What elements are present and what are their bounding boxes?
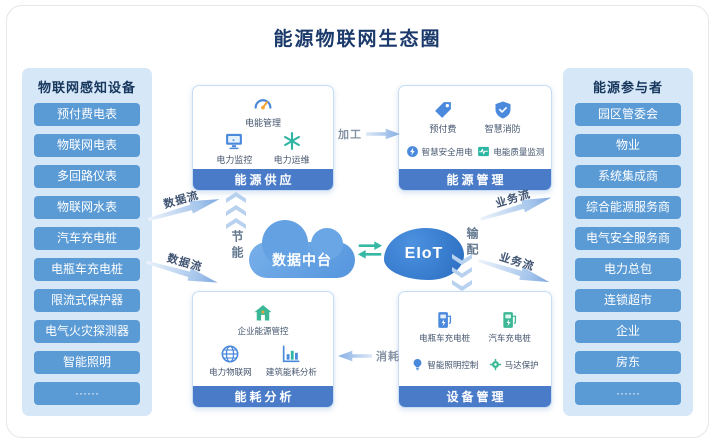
participant-pill: 物业 [575,134,681,157]
participant-pill: 企业 [575,320,681,343]
motor-icon [489,358,502,371]
feature-label: 电能管理 [244,117,281,128]
arrow-left-icon [338,350,372,362]
pulse-icon [477,145,490,158]
globe-icon [220,344,240,364]
chevron [452,267,472,278]
arrow-right-icon [366,128,400,140]
device-pill: 多回路仪表 [34,165,140,188]
bar-chart-icon [281,344,301,364]
chevron [452,254,472,265]
device-pill-ellipsis: ······ [34,382,140,405]
energy-supply-title: 能源供应 [193,169,333,190]
feature-label: 电能质量监测 [493,146,545,157]
data-platform-label: 数据中台 [272,252,332,268]
device-pill: 智能照明 [34,351,140,374]
energy-management-box: 预付费 智慧消防 智慧安全用电 电能质量监测 能源管理 [398,85,552,191]
device-management-box: 电瓶车充电桩 汽车充电桩 智能照明控制 马达保护 设备管理 [398,291,552,408]
energy-analysis-box: 企业能源管控 电力物联网 建筑能耗分析 能耗分析 [192,291,334,408]
device-pill: 物联网电表 [34,134,140,157]
device-pill: 汽车充电桩 [34,227,140,250]
asterisk-icon [282,131,302,151]
processing-flow: 加工 [338,126,400,142]
feature-item: 预付费 [429,100,456,135]
participant-pill: 系统集成商 [575,165,681,188]
processing-label: 加工 [338,129,362,141]
gauge-icon [252,92,274,114]
device-pill: 物联网水表 [34,196,140,219]
participant-pill: 连锁超市 [575,289,681,312]
energy-analysis-title: 能耗分析 [193,386,333,407]
feature-label: 电瓶车充电桩 [419,332,471,343]
feature-item: 智能照明控制 [411,358,478,371]
participant-pill-ellipsis: ······ [575,382,681,405]
iot-devices-panel-header: 物联网感知设备 [37,80,136,95]
feature-label: 智能照明控制 [427,359,479,370]
feature-item: 智慧消防 [485,100,521,135]
distribution-label: 输配 [465,227,479,259]
feature-item: 电力监控 [216,131,252,166]
participant-pill: 园区管委会 [575,103,681,126]
feature-item: 建筑能耗分析 [266,344,317,378]
chevrons-down-icon [452,254,472,291]
energy-analysis-content: 企业能源管控 电力物联网 建筑能耗分析 [193,292,333,386]
chevron [226,218,246,229]
energy-management-content: 预付费 智慧消防 智慧安全用电 电能质量监测 [399,86,551,169]
feature-label: 预付费 [429,123,457,134]
energy-participants-panel: 能源参与者 园区管委会 物业 系统集成商 综合能源服务商 电气安全服务商 电力总… [563,68,693,416]
diagram-title: 能源物联网生态圈 [273,29,442,50]
car-charger-icon [500,310,520,330]
consumption-flow: 消耗 [338,348,400,364]
feature-label: 电力监控 [216,155,253,166]
feature-item: 汽车充电桩 [488,310,531,344]
chevrons-up-icon [226,192,246,229]
feature-label: 马达保护 [504,359,539,370]
chevron [226,192,246,203]
feature-label: 智慧安全用电 [421,146,473,157]
device-pill: 电气火灾探测器 [34,320,140,343]
shield-icon [493,100,513,120]
energy-supply-box: 电能管理 电力监控 电力运维 能源供应 [192,85,334,191]
feature-item: 电能质量监测 [477,145,544,158]
eco-house-icon [253,303,273,323]
energy-management-title: 能源管理 [399,169,551,190]
feature-label: 汽车充电桩 [488,332,531,343]
feature-item: 电力运维 [274,131,310,166]
chevron [452,280,472,291]
feature-label: 建筑能耗分析 [265,367,317,378]
feature-item: 电能管理 [245,92,281,129]
feature-label: 电力物联网 [209,367,252,378]
feature-item: 智慧安全用电 [406,145,473,158]
device-management-content: 电瓶车充电桩 汽车充电桩 智能照明控制 马达保护 [399,292,551,386]
consumption-label: 消耗 [376,351,400,363]
participant-pill: 房东 [575,351,681,374]
price-tag-icon [433,100,453,120]
feature-label: 电力运维 [273,155,310,166]
bulb-icon [411,358,424,371]
energy-supply-content: 电能管理 电力监控 电力运维 [193,86,333,169]
device-management-title: 设备管理 [399,386,551,407]
feature-label: 智慧消防 [484,123,521,134]
iot-devices-panel: 物联网感知设备 预付费电表 物联网电表 多回路仪表 物联网水表 汽车充电桩 电瓶… [22,68,152,416]
charging-pile-icon [435,310,455,330]
device-pill: 电瓶车充电桩 [34,258,140,281]
feature-item: 电瓶车充电桩 [419,310,470,344]
device-pill: 预付费电表 [34,103,140,126]
chevron [226,205,246,216]
energy-saving-label: 节能 [230,230,244,262]
participant-pill: 综合能源服务商 [575,196,681,219]
eiot-node: EIoT [384,228,464,280]
participant-pill: 电气安全服务商 [575,227,681,250]
feature-item: 企业能源管控 [237,303,289,337]
feature-item: 电力物联网 [209,344,252,378]
feature-item: 马达保护 [489,358,539,371]
bolt-circle-icon [406,145,419,158]
data-platform-cloud: 数据中台 [249,220,355,278]
energy-participants-panel-header: 能源参与者 [592,80,663,95]
device-pill: 限流式保护器 [34,289,140,312]
monitor-icon [224,131,244,151]
feature-label: 企业能源管控 [237,325,289,336]
exchange-arrows-icon [357,240,383,265]
participant-pill: 电力总包 [575,258,681,281]
